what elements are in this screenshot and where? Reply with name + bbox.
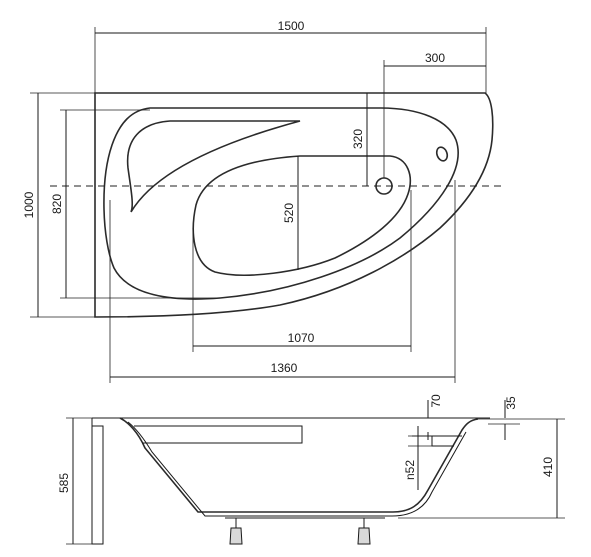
basin-outline: [192, 155, 412, 276]
dim-overall-width: 1000: [22, 191, 36, 218]
dim-basin-width: 520: [282, 203, 296, 223]
dim-rim-thickness: 35: [504, 396, 518, 410]
dim-total-height: 585: [57, 473, 71, 493]
dim-rim-height: 70: [429, 394, 443, 408]
dim-outlet-depth: 320: [351, 129, 365, 149]
outer-rim-outline: [94, 92, 494, 318]
dim-overflow-drop: n52: [403, 460, 417, 480]
overflow-icon: [435, 146, 449, 162]
backrest-swoop: [126, 120, 301, 213]
inner-rim-outline: [103, 107, 459, 300]
foot-right: [357, 518, 371, 545]
side-view: 585 70 35 n52 410: [57, 394, 565, 545]
support-panel: [91, 418, 104, 545]
foot-left: [229, 518, 243, 545]
tub-shell: [119, 417, 479, 513]
dim-inner-width: 820: [50, 194, 64, 214]
dim-inner-length: 1360: [271, 361, 298, 375]
dim-outlet-offset: 300: [425, 51, 445, 65]
dim-overall-length: 1500: [278, 19, 305, 33]
dim-basin-length: 1070: [288, 331, 315, 345]
backrest-ledge: [134, 425, 303, 444]
dim-tub-depth: 410: [541, 457, 555, 477]
tub-inner-surface: [127, 421, 467, 517]
top-view: 1500 300 320 1000 820 520 1070 1360: [22, 19, 505, 383]
